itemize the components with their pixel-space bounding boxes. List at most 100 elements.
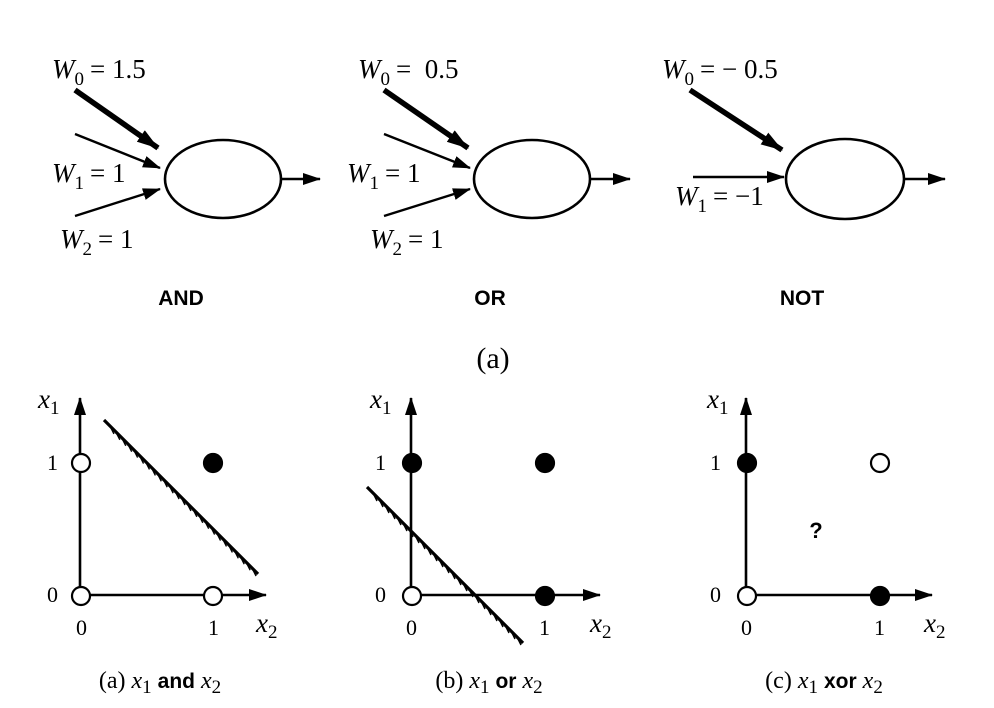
weight-w0-label: W0= − 0.5 <box>662 54 778 90</box>
weight-w2-label: W2= 1 <box>60 224 133 260</box>
caption-operator: xor <box>824 670 857 693</box>
weight-w1-sub: 1 <box>75 173 85 194</box>
hatch-tick <box>408 528 414 538</box>
hatch-tick <box>498 618 504 628</box>
x-tick-0: 0 <box>741 615 752 640</box>
x-axis-label-sub: 2 <box>602 622 612 643</box>
hatch-tick <box>221 538 228 547</box>
section-label: (a) <box>476 342 509 375</box>
hatch-tick <box>198 514 204 524</box>
weight-w2-value: = 1 <box>98 224 133 254</box>
caption-var-b: x <box>200 668 212 694</box>
point-0-1-filled <box>401 452 423 474</box>
weight-w0-value: = 0.5 <box>396 54 458 84</box>
input-w2-arrow <box>383 187 471 218</box>
x-tick-0: 0 <box>406 615 417 640</box>
y-tick-0: 0 <box>710 582 721 607</box>
x-axis-label-sub: 2 <box>936 622 946 643</box>
gate-label-or: OR <box>474 287 506 310</box>
caption-prefix: (b) <box>435 668 469 694</box>
hatch-tick <box>372 492 378 502</box>
y-axis-label: x1 <box>37 384 59 419</box>
y-axis-label: x1 <box>706 384 728 419</box>
hatch-tick <box>132 449 139 458</box>
hatch-tick <box>474 594 480 604</box>
y-axis-label: x1 <box>369 384 391 419</box>
hatch-tick <box>233 549 239 559</box>
caption-var-a-sub: 1 <box>808 677 818 698</box>
hatch-tick <box>414 534 420 544</box>
y-tick-1: 1 <box>375 450 386 475</box>
y-tick-0: 0 <box>47 582 58 607</box>
caption-var-a-sub: 1 <box>480 677 490 698</box>
weight-w2-sub: 2 <box>393 239 403 260</box>
caption-var-b: x <box>862 668 874 694</box>
weight-w1-sub: 1 <box>370 173 380 194</box>
point-1-1-hollow <box>869 452 891 474</box>
input-w0-arrow <box>688 87 784 153</box>
hatch-tick <box>450 570 456 580</box>
caption-var-b: x <box>521 668 533 694</box>
hatch-tick <box>150 467 157 476</box>
weight-w1-label: W1= 1 <box>52 158 125 194</box>
input-w1-arrow <box>74 132 161 170</box>
weight-w0-value: = 1.5 <box>90 54 146 84</box>
hatch-tick <box>516 636 522 646</box>
y-axis-label-sub: 1 <box>382 398 392 419</box>
hatch-tick <box>468 588 474 598</box>
hatch-tick <box>239 555 245 565</box>
hatch-tick <box>378 498 384 508</box>
hatch-tick <box>420 540 426 550</box>
caption-var-a-sub: 1 <box>142 677 152 698</box>
caption-var-a: x <box>130 668 142 694</box>
hatch-tick <box>396 516 402 526</box>
hatch-tick <box>204 520 210 530</box>
hatch-tick <box>486 606 492 616</box>
hatch-tick <box>115 431 121 441</box>
caption-var-a: x <box>468 668 480 694</box>
hatch-tick <box>402 522 408 532</box>
x-tick-1: 1 <box>539 615 550 640</box>
point-1-1-filled <box>534 452 556 474</box>
hatch-tick <box>480 600 486 610</box>
hatch-tick <box>462 582 468 592</box>
caption-var-b-sub: 2 <box>873 677 883 698</box>
point-0-0-hollow <box>736 585 758 607</box>
hatch-tick <box>492 612 498 622</box>
weight-w0-sub: 0 <box>381 69 391 90</box>
weight-w0-label: W0= 0.5 <box>358 54 458 90</box>
x-axis-label-sub: 2 <box>268 622 278 643</box>
hatch-tick <box>390 510 396 520</box>
hatch-tick <box>426 546 432 556</box>
hatch-tick <box>456 576 462 586</box>
hatch-tick <box>180 496 186 506</box>
point-1-0-hollow <box>202 585 224 607</box>
neuron-and: W0= 1.5 W1= 1 W2= 1 AND <box>52 54 321 310</box>
weight-w1-value: = 1 <box>385 158 420 188</box>
y-axis-label-sub: 1 <box>50 398 60 419</box>
x-axis-label: x2 <box>255 608 277 643</box>
gate-label-not: NOT <box>780 287 825 310</box>
caption-operator: or <box>495 670 516 693</box>
decision-boundary <box>365 485 525 646</box>
weight-w2-sub: 2 <box>83 239 93 260</box>
hatch-tick <box>504 624 510 634</box>
caption-var-a: x <box>797 668 809 694</box>
weight-w0-sub: 0 <box>75 69 85 90</box>
neuron-body <box>163 138 283 220</box>
hatch-tick <box>138 455 145 464</box>
hatch-tick <box>156 472 162 482</box>
point-0-0-hollow <box>70 585 92 607</box>
neuron-body <box>472 138 592 220</box>
neuron-not: W0= − 0.5 W1= −1 NOT <box>662 54 946 310</box>
gate-label-and: AND <box>158 287 204 310</box>
neuron-or: W0= 0.5 W1= 1 W2= 1 OR <box>347 54 631 310</box>
hatch-tick <box>251 567 257 577</box>
x-tick-1: 1 <box>208 615 219 640</box>
caption-prefix: (a) <box>99 668 132 694</box>
weight-w0-value: = − 0.5 <box>700 54 778 84</box>
